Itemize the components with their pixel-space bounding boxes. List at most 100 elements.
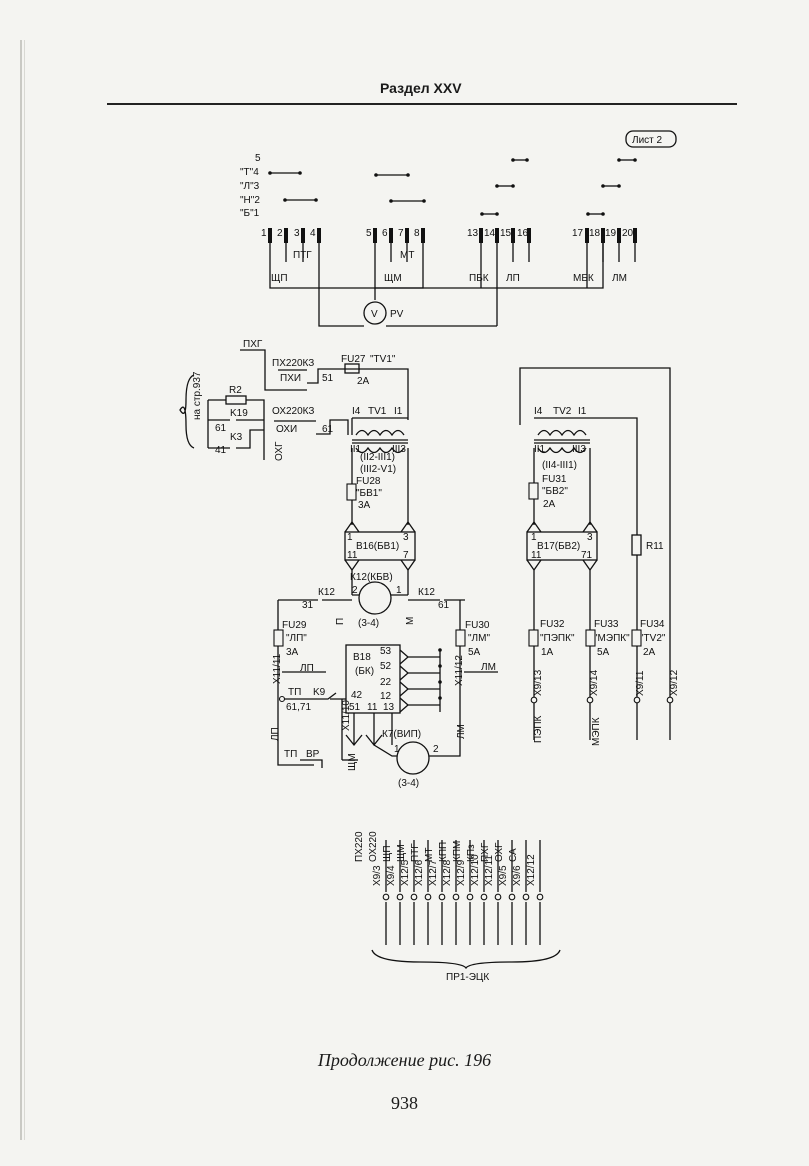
reference-page: на стр.937 (192, 371, 203, 420)
contact-ohi: ОХИ (276, 424, 297, 435)
connector-pin (410, 893, 418, 901)
x9-12-label: Х9/12 (669, 669, 680, 696)
resistor-r11: R11 (631, 534, 664, 700)
k12-n31: 31 (302, 600, 314, 611)
tv1-ii1: II1 (350, 444, 362, 455)
connector-terminal: Х9/4 (386, 865, 397, 886)
b16-n1: 1 (347, 532, 353, 543)
b18-name: В18 (353, 652, 371, 663)
fu29-rating: 3А (286, 647, 299, 658)
connector-pin (536, 893, 544, 901)
fu33-label: "МЭПК" (594, 633, 630, 644)
tv1-iii3: III3 (392, 444, 406, 455)
connector-terminal: Х12/9 (456, 859, 467, 886)
k7-name: К7(ВИП) (382, 729, 421, 740)
motor-k7: К7(ВИП) 1 2 (3-4) (373, 729, 461, 789)
header-rule (107, 103, 737, 105)
connector-signal: КПз (466, 844, 477, 862)
binding-edge (20, 40, 22, 1140)
resistor-r2-symbol (225, 395, 247, 405)
connector-terminal: Х12/11 (484, 855, 495, 886)
k9-name: K9 (313, 687, 326, 698)
label-lp-bottom: ЛП (270, 727, 281, 741)
tv2-ii1: II1 (534, 444, 546, 455)
connector-pin (480, 893, 488, 901)
b16-n11: 11 (347, 550, 358, 561)
fu32-terminal: Х9/13 (533, 669, 544, 696)
terminal-2: 2 (277, 228, 283, 239)
connector-signal: КПМ (452, 841, 463, 862)
switch-position-n: "Н"2 (240, 195, 260, 206)
terminal-19: 19 (605, 228, 617, 239)
connector-signal: КПП (438, 842, 449, 862)
num-41: 41 (215, 445, 227, 456)
section-title: Раздел XXV (380, 80, 462, 96)
fu32-wire: ПЭПК (533, 715, 544, 743)
fuse-fu33: FU33 "МЭПК" 5А Х9/14 МЭПК (585, 619, 630, 746)
switch-contacts (268, 158, 637, 216)
page-number: 938 (391, 1093, 418, 1113)
voltmeter-v: V (371, 309, 378, 320)
rectifier-b16: 1 3 В16(БВ1) 11 7 (344, 520, 416, 595)
connector-terminal: Х12/5 (400, 859, 411, 886)
label-lm-bottom: ЛМ (456, 724, 467, 739)
transformer-tv1: I4 TV1 I1 II1 III3 (II2-III1) (III2-V1) (350, 406, 409, 525)
tv2-name: TV2 (553, 406, 572, 417)
connector-pin (452, 893, 460, 901)
relay-bottom-num: 61 (322, 424, 334, 435)
terminal-16: 16 (517, 228, 529, 239)
k12-m: М (405, 617, 416, 625)
bus-phg: ПХГ (243, 339, 263, 350)
tv1-winding-a: (II2-III1) (360, 452, 395, 463)
resistor-r2: R2 (229, 385, 242, 396)
label-shchm: ЩМ (384, 273, 402, 284)
terminal-8: 8 (414, 228, 420, 239)
top-wiring (269, 243, 636, 327)
connector-pin (438, 893, 446, 901)
connector-terminal: Х12/10 (470, 854, 481, 886)
relay-oh220k3: ОХ220КЗ (272, 406, 314, 417)
connector-pin (508, 893, 516, 901)
terminal-5: 5 (366, 228, 372, 239)
b17-n11: 11 (531, 550, 542, 561)
k12-name: К12(КБВ) (350, 572, 393, 583)
fu28-rating: 3А (358, 500, 371, 511)
connector-signal: ПХ220 (354, 831, 365, 862)
b16-n3: 3 (403, 532, 409, 543)
label-vr: ВР (306, 749, 320, 760)
fu32-rating: 1А (541, 647, 554, 658)
tv2-i4: I4 (534, 406, 543, 417)
tv2-iii3: III3 (572, 444, 586, 455)
terminal-20: 20 (622, 228, 634, 239)
b18-pin-12: 12 (380, 691, 392, 702)
connector-pin (424, 893, 432, 901)
terminal-group-3: 13 14 15 16 ПБК ЛП (467, 228, 531, 284)
k12-n1: 1 (396, 585, 402, 596)
connector-signal: ОХ220 (368, 831, 379, 862)
b18-pin-22: 22 (380, 677, 392, 688)
terminal-17: 17 (572, 228, 584, 239)
relay-k19: K19 (230, 408, 248, 419)
connector-signal: МТ (424, 848, 435, 862)
fu34-terminal: Х9/11 (635, 670, 646, 696)
num-61: 61 (215, 423, 227, 434)
tv1-i1: I1 (394, 406, 403, 417)
b16-name: В16(БВ1) (356, 541, 399, 552)
connector-signal: ЩМ (396, 844, 407, 862)
connector-signal: ЩП (382, 845, 393, 862)
left-control-block: ПХГ ПХ220КЗ ПХИ 51 FU27 "TV1" 2А на стр.… (179, 339, 409, 461)
connector-pr1-eck: ПХ220Х9/3ОХ220Х9/4ЩПХ12/5ЩМХ12/6ПТГХ12/7… (354, 831, 544, 945)
voltmeter-label: PV (390, 309, 404, 320)
terminal-x9-12: Х9/12 (666, 669, 680, 740)
fu34-name: FU34 (640, 619, 665, 630)
fu28-name: FU28 (356, 476, 381, 487)
b17-n1: 1 (531, 532, 537, 543)
b17-name: В17(БВ2) (537, 541, 580, 552)
tv1-winding-b: (III2-V1) (360, 464, 396, 475)
transformer-tv2: I4 TV2 I1 II1 III3 (II4-III1) (519, 367, 671, 700)
connector-pin (522, 893, 530, 901)
fu30-rating: 5А (468, 647, 481, 658)
connector-signal: ПХГ (480, 842, 491, 862)
label-pbk: ПБК (469, 273, 489, 284)
